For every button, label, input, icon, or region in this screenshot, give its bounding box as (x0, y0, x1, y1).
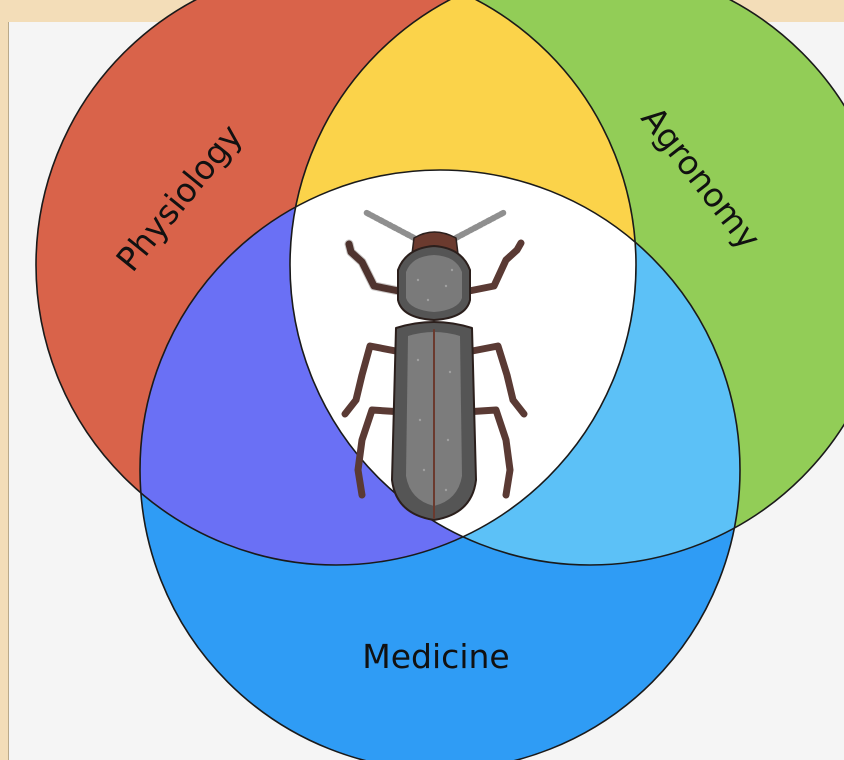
medicine-label: Medicine (362, 637, 509, 676)
